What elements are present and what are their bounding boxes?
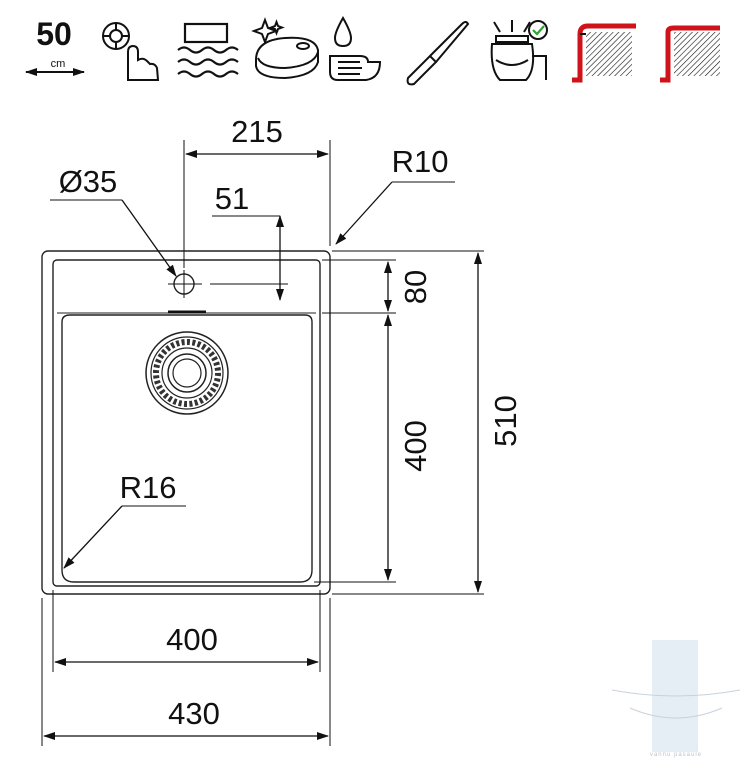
- easy-clean-sponge-icon: [251, 17, 319, 80]
- bowl-depth-unit: cm: [51, 58, 66, 70]
- dim-tap-offset-label: 215: [231, 114, 283, 149]
- dim-overall-depth-label: 510: [488, 395, 523, 447]
- sink-outline: [41, 250, 331, 595]
- soap-dispenser-icon: [329, 15, 382, 81]
- sink-outer-frame: [41, 250, 331, 595]
- watermark-text: vannu pasaule: [650, 752, 702, 758]
- waste-disposer-compatible-icon: [490, 20, 548, 81]
- bowl-depth-icon: 50 cm: [25, 16, 85, 76]
- bowl-depth-value: 50: [36, 16, 72, 52]
- knife-icon: [406, 21, 470, 86]
- drain-strainer: [145, 331, 229, 415]
- radius-corner-label: R10: [392, 144, 449, 179]
- water-surface-icon: [177, 22, 239, 78]
- tap-hole-diameter-label: Ø35: [59, 164, 118, 199]
- remote-drain-control-icon: [102, 22, 160, 81]
- sink-bowl: [61, 314, 313, 583]
- feature-icons-row: 50 cm: [25, 15, 720, 86]
- sink-inner-frame: [52, 259, 321, 587]
- tap-hole-offset-label: 51: [215, 181, 249, 216]
- inset-mounting-icon: [572, 23, 636, 83]
- tap-hole: [168, 270, 288, 298]
- dim-bowl-depth-label: 400: [398, 420, 433, 472]
- dimension-lines: 215 R10 Ø35 51 80 400 510 R16: [41, 114, 523, 746]
- dim-bowl-width-label: 400: [166, 622, 218, 657]
- radius-bowl-label: R16: [120, 470, 177, 505]
- flush-mounting-icon: [660, 25, 720, 83]
- dim-ledge-depth-label: 80: [398, 270, 433, 304]
- watermark-logo: vannu pasaule: [611, 640, 741, 758]
- dim-overall-width-label: 430: [168, 696, 220, 731]
